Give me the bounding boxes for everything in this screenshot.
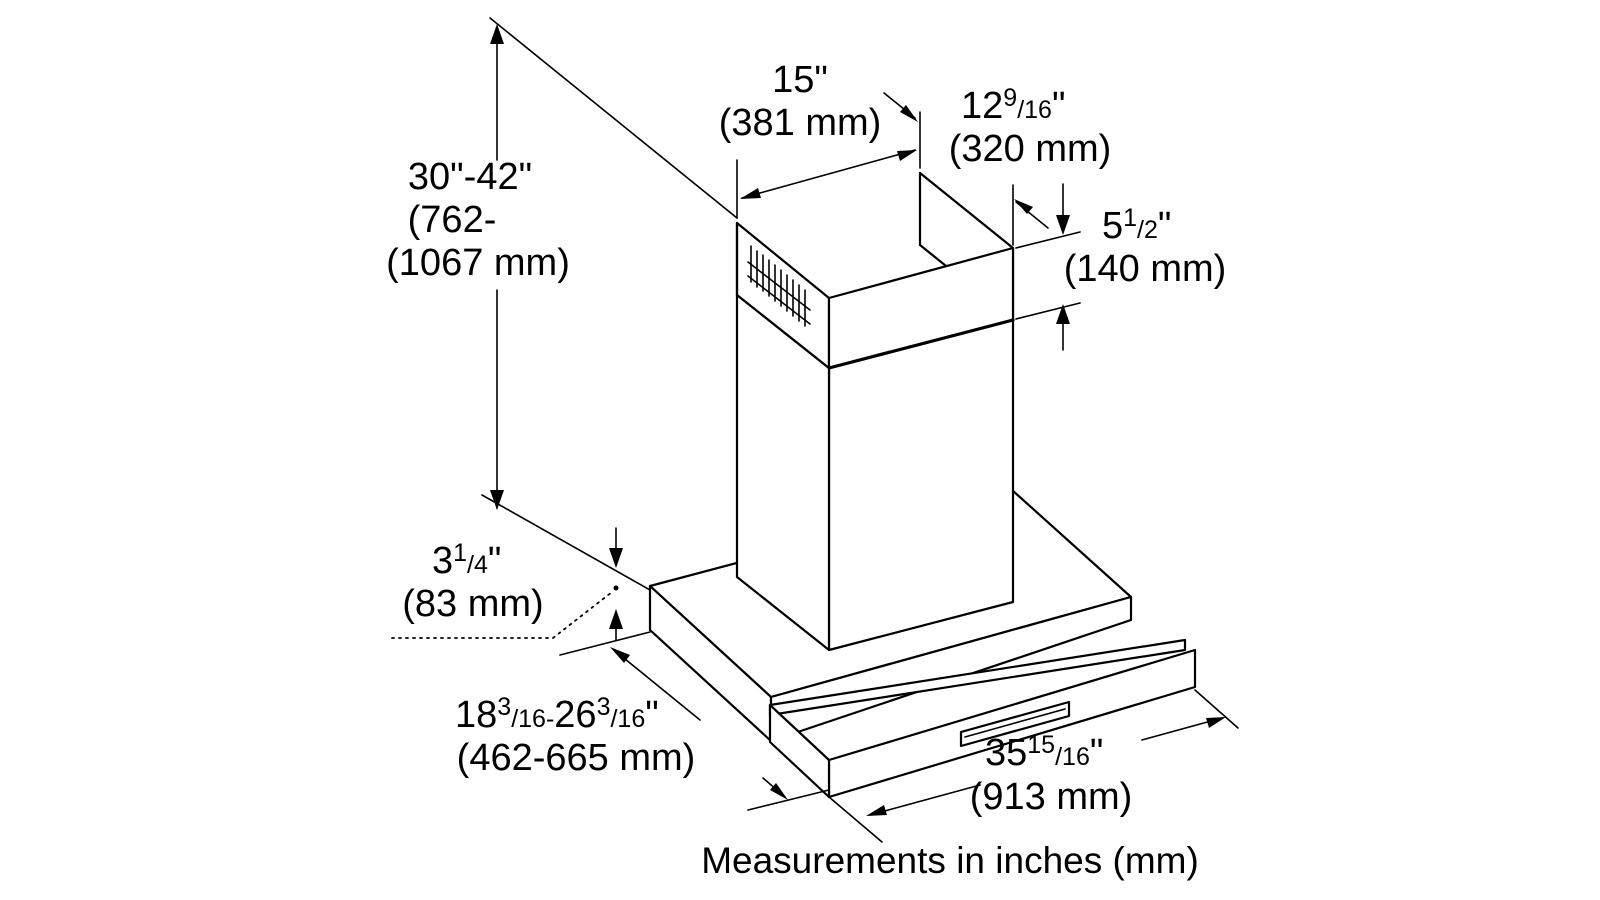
width-arrow-left <box>740 188 761 199</box>
chimney-depth-label-metric: (320 mm) <box>949 128 1112 170</box>
chimney-joint-line <box>827 318 1015 370</box>
canopy-depth-ext-bottom <box>747 789 830 811</box>
canopy-height-label-metric: (83 mm) <box>402 583 543 625</box>
drawer-top-edge <box>768 703 831 762</box>
canopy-height-dotted-leader-2 <box>552 591 613 639</box>
canopy-height-arrow-down <box>609 548 623 568</box>
upper-ext-bottom <box>1015 302 1081 320</box>
control-panel <box>959 700 1071 748</box>
upper-section-label-metric: (140 mm) <box>1064 248 1227 290</box>
canopy-width-label-metric: (913 mm) <box>970 776 1133 818</box>
chimney-width-label-metric: (381 mm) <box>719 102 882 144</box>
height-extension-bottom <box>481 494 651 591</box>
height-arrow-down <box>490 490 504 510</box>
dimension-lines <box>391 17 1239 843</box>
canopy-width-label-imperial: 3515/16" <box>985 731 1103 774</box>
canopy-width-arrow-left <box>866 805 887 816</box>
chimney-width-label-imperial: 15" <box>772 59 828 101</box>
upper-arrow-down <box>1056 215 1070 235</box>
canopy-depth-arrow-bottom <box>770 783 788 800</box>
canopy-depth-arrow-top <box>610 647 630 663</box>
height-extension-top <box>489 17 738 219</box>
height-arrow-up <box>490 24 504 44</box>
depth-arrow <box>900 105 918 122</box>
height-label-metric-2: (1067 mm) <box>386 242 570 284</box>
width-arrow-right <box>897 150 917 161</box>
upper-ext-top <box>1015 231 1081 249</box>
depth-arrow-2 <box>1014 199 1033 214</box>
height-label-imperial: 30"-42" <box>408 156 532 198</box>
width-dimension-line <box>741 149 916 199</box>
caption: Measurements in inches (mm) <box>701 840 1199 881</box>
upper-arrow-up <box>1056 304 1070 324</box>
canopy-height-dot <box>613 585 619 591</box>
chimney-depth-label-imperial: 129/16" <box>961 84 1065 127</box>
vent-grille-icon <box>747 245 811 327</box>
hood-drawing <box>648 171 1197 799</box>
canopy-height-ext-bottom <box>559 631 651 656</box>
upper-section-label-imperial: 51/2" <box>1102 204 1171 247</box>
canopy-width-ext-left <box>828 796 883 843</box>
height-label-metric-1: (762- <box>408 199 497 241</box>
canopy-width-dim-left <box>869 784 981 816</box>
canopy-depth-label-imperial: 183/16-263/16" <box>455 693 659 736</box>
canopy-width-arrow-right <box>1206 717 1226 728</box>
canopy-depth-label-metric: (462-665 mm) <box>457 737 696 779</box>
chimney-lower-front <box>827 318 1015 652</box>
canopy-width-ext-right <box>1194 689 1239 729</box>
canopy-height-label-imperial: 31/4" <box>432 539 501 582</box>
control-panel-inner <box>964 708 1066 738</box>
canopy-depth-dim-line <box>613 649 701 721</box>
dimension-labels: 30"-42" (762- (1067 mm) 15" (381 mm) 129… <box>386 59 1226 881</box>
canopy-height-arrow-up <box>609 609 623 629</box>
